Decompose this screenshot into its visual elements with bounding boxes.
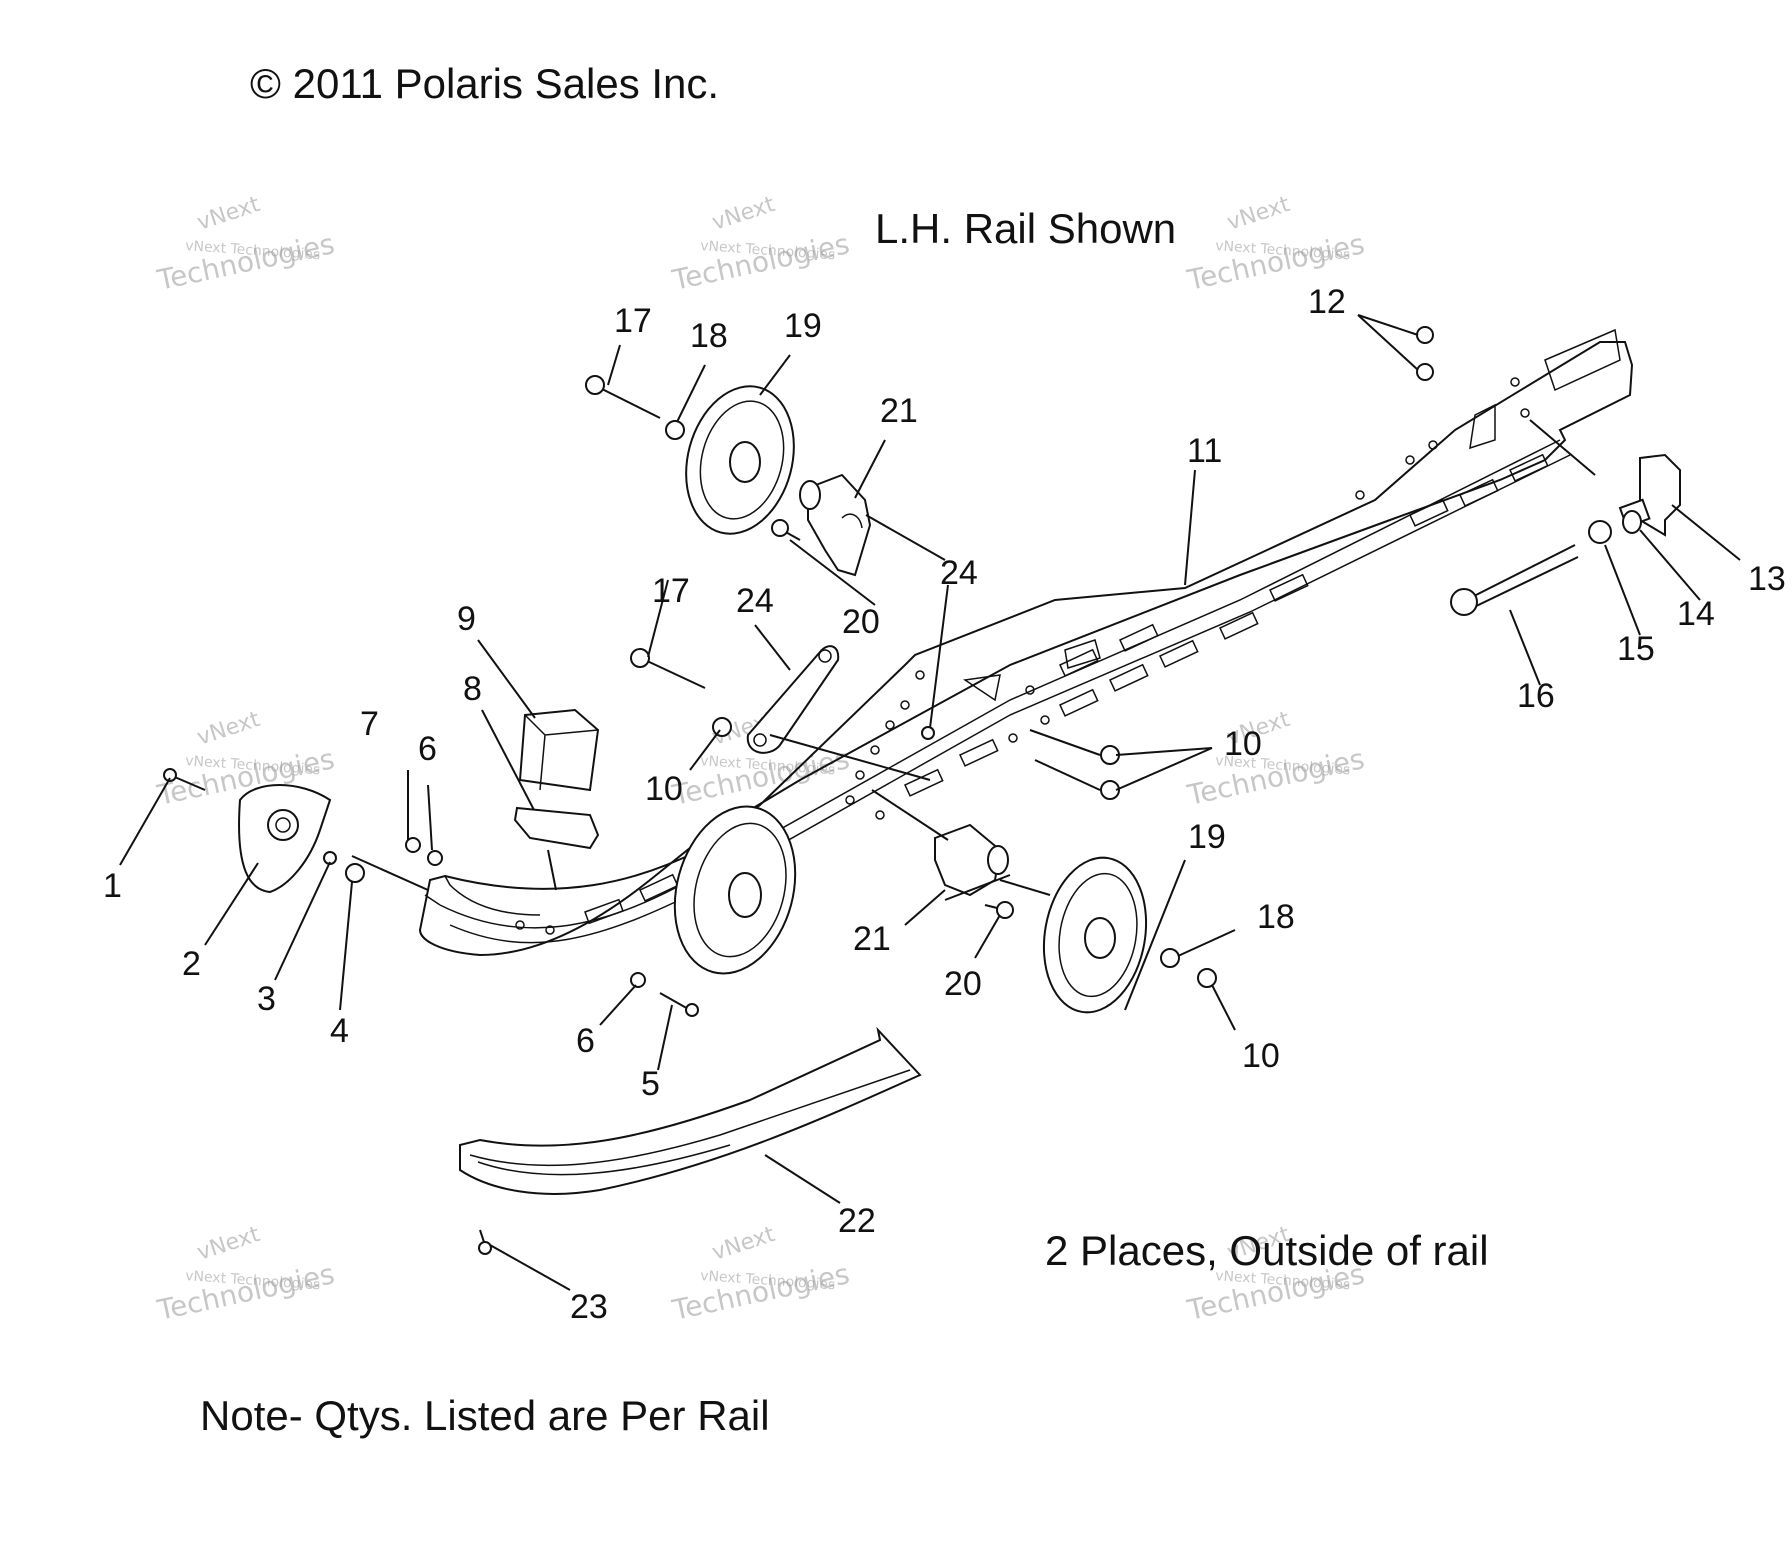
part-1-bolt xyxy=(163,768,206,791)
callout-6: 6 xyxy=(418,730,437,768)
part-19-wheel xyxy=(1042,856,1148,1014)
part-12-bolt xyxy=(1416,326,1434,344)
watermark-tile: vNext vNext Technologies Technologies xyxy=(669,1222,853,1327)
watermark-tile: vNext vNext Technologies Technologies xyxy=(669,192,853,297)
part-5-bolt xyxy=(659,992,699,1017)
part-12-bolt xyxy=(1416,363,1434,381)
callout-13: 13 xyxy=(1748,560,1786,598)
wear-strip-part xyxy=(459,1026,922,1195)
part-14-spacer xyxy=(1618,498,1651,534)
callout-3: 3 xyxy=(257,980,276,1018)
callout-10: 10 xyxy=(1242,1037,1280,1075)
watermark-line3: Technologies xyxy=(669,1257,853,1327)
part-2-bumper xyxy=(238,784,332,894)
callout-20: 20 xyxy=(842,603,880,641)
part-20-bolt xyxy=(771,519,801,541)
watermark-tile: vNext vNext Technologies Technologies xyxy=(154,192,338,297)
callout-14: 14 xyxy=(1677,595,1715,633)
callout-4: 4 xyxy=(330,1012,349,1050)
part-15-nut xyxy=(1588,520,1612,544)
watermark-line3: Technologies xyxy=(669,227,853,297)
callout-9: 9 xyxy=(457,600,476,638)
callout-15: 15 xyxy=(1617,630,1655,668)
callout-23: 23 xyxy=(570,1288,608,1326)
watermark-line1: vNext xyxy=(1224,192,1293,236)
watermark-line1: vNext xyxy=(709,192,778,236)
callout-7: 7 xyxy=(360,705,379,743)
part-21-axle-bracket xyxy=(934,823,1009,897)
copyright-text: © 2011 Polaris Sales Inc. xyxy=(250,60,719,107)
part-16-bolt xyxy=(1450,544,1579,616)
part-4-nut xyxy=(345,863,365,883)
part-17-bolt xyxy=(630,648,706,689)
part-17-bolt xyxy=(585,375,661,419)
callout-10: 10 xyxy=(645,770,683,808)
watermark-tile: vNext vNext Technologies Technologies xyxy=(154,1222,338,1327)
callout-5: 5 xyxy=(641,1065,660,1103)
watermark-tile: vNext vNext Technologies Technologies xyxy=(1184,192,1368,297)
watermark-line3: Technologies xyxy=(154,1257,338,1327)
callout-11: 11 xyxy=(1187,432,1222,470)
slide-rail-part xyxy=(418,328,1634,957)
qty-note: Note- Qtys. Listed are Per Rail xyxy=(200,1392,770,1439)
part-8-clip xyxy=(513,806,600,850)
part-18-washer xyxy=(665,420,685,440)
callout-10: 10 xyxy=(1224,725,1262,763)
part-10-nut xyxy=(1100,780,1120,800)
places-note: 2 Places, Outside of rail xyxy=(1045,1227,1489,1274)
rail-holes xyxy=(515,377,1530,935)
part-13-bracket xyxy=(1639,453,1681,537)
part-6-washer xyxy=(427,850,443,866)
part-24-link-plate xyxy=(746,645,840,754)
watermark-line3: Technologies xyxy=(1184,742,1368,812)
callout-12: 12 xyxy=(1308,283,1346,321)
callout-21: 21 xyxy=(853,920,891,958)
rail-shown-note: L.H. Rail Shown xyxy=(875,205,1176,252)
part-18-washer xyxy=(1160,948,1180,968)
part-23-rivet xyxy=(478,1229,492,1255)
watermark-line1: vNext xyxy=(194,1222,263,1266)
callout-6: 6 xyxy=(576,1022,595,1060)
part-9-block xyxy=(518,708,600,792)
callout-21: 21 xyxy=(880,392,918,430)
part-20-bolt xyxy=(984,901,1014,919)
callout-17: 17 xyxy=(614,302,652,340)
part-24-pin xyxy=(921,726,935,740)
callout-18: 18 xyxy=(1257,898,1295,936)
callout-2: 2 xyxy=(182,945,201,983)
watermark-line1: vNext xyxy=(709,1222,778,1266)
watermark-tile: vNext vNext Technologies Technologies xyxy=(1184,707,1368,812)
callout-19: 19 xyxy=(784,307,822,345)
part-21-axle-bracket xyxy=(799,473,872,577)
callout-17: 17 xyxy=(652,572,690,610)
part-6-washer xyxy=(630,972,646,988)
watermark-line1: vNext xyxy=(194,192,263,236)
callout-19: 19 xyxy=(1188,818,1226,856)
leader-lines xyxy=(119,314,1741,1291)
part-19-wheel xyxy=(685,385,795,535)
rail-slots xyxy=(584,453,1549,925)
watermark-line3: Technologies xyxy=(154,227,338,297)
part-7-nut xyxy=(405,837,421,853)
callout-16: 16 xyxy=(1517,677,1555,715)
callout-1: 1 xyxy=(103,867,122,905)
callout-24: 24 xyxy=(736,582,774,620)
track-wheel xyxy=(673,805,797,975)
callout-20: 20 xyxy=(944,965,982,1003)
callout-24: 24 xyxy=(940,554,978,592)
callout-8: 8 xyxy=(463,670,482,708)
part-10-nut xyxy=(712,717,732,737)
callout-22: 22 xyxy=(838,1202,876,1240)
callout-numbers: 1 2 3 4 5 6 6 7 8 9 10 10 10 11 12 13 14… xyxy=(103,283,1786,1326)
callout-18: 18 xyxy=(690,317,728,355)
part-10-nut xyxy=(1197,968,1217,988)
watermark-line1: vNext xyxy=(194,707,263,751)
